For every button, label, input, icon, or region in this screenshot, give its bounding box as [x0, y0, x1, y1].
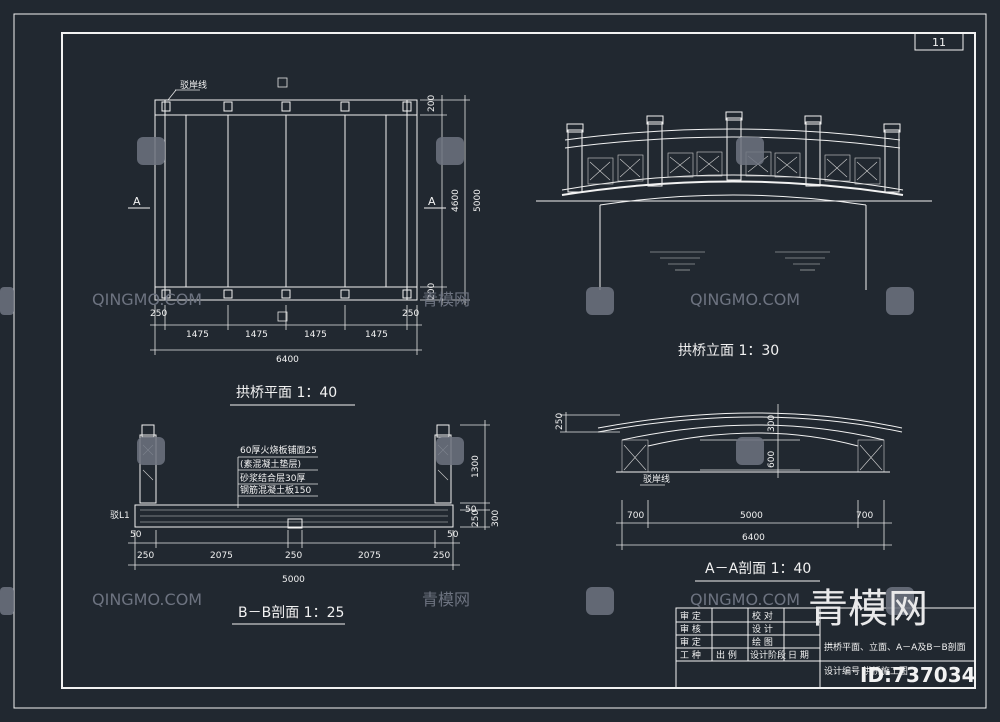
outer-frame [13, 13, 987, 709]
aa-deck-top [597, 412, 903, 429]
sheet-number-box [914, 32, 964, 51]
plan-section-marker-right: A [428, 195, 436, 208]
watermark-en-1: QINGMO.COM [92, 290, 202, 309]
watermark-en-4: QINGMO.COM [690, 590, 800, 609]
bb-dim-0: 250 [137, 551, 154, 561]
aa-left-abutment [621, 439, 649, 473]
bb-slab [134, 504, 454, 528]
watermark-logo-icons [0, 137, 914, 615]
aa-dim-2: 700 [856, 511, 873, 521]
elevation-view: 拱桥立面 1：30 [536, 111, 932, 359]
section-bb: 60厚火烧板铺面25 (素混凝土垫层) 砂浆结合层30厚 钢筋混凝土板150 驳… [110, 420, 501, 625]
plan-section-marker-left: A [133, 195, 141, 208]
bb-layer-2: 砂浆结合层30厚 [240, 472, 305, 484]
aa-right-abutment [857, 439, 885, 473]
watermark-cn-1: 青模网 [422, 290, 470, 309]
plan-view: 驳岸线 A A 250 1475 1475 1475 1475 250 6400… [128, 77, 483, 406]
elevation-title: 拱桥立面 1：30 [678, 343, 779, 359]
tb-r3c0: 工 种 [680, 649, 701, 661]
aa-total-dim: 6400 [742, 533, 765, 543]
tb-r3c1: 出 例 [716, 649, 737, 661]
bb-small-dim-1: 50 [447, 530, 459, 540]
bb-layer-0: 60厚火烧板铺面25 [240, 444, 317, 456]
plan-dim-3: 1475 [304, 330, 327, 340]
bb-left-tag: 驳L1 [110, 510, 130, 521]
elevation-deck [561, 180, 904, 196]
title-block: 审 定 校 对 审 核 设 计 审 定 绘 图 工 种 出 例 设计阶段 日 期… [675, 607, 976, 689]
plan-title: 拱桥平面 1：40 [236, 385, 337, 401]
bb-dim-3: 2075 [358, 551, 381, 561]
bb-right-dim-1: 50 [465, 505, 477, 515]
bb-layer-1: (素混凝土垫层) [240, 458, 301, 470]
bb-right-post [434, 434, 452, 504]
bb-right-dim-0: 1300 [471, 455, 481, 478]
plan-total-dim: 6400 [276, 355, 299, 365]
bb-layer-3: 钢筋混凝土板150 [240, 484, 311, 496]
tb-r2c2: 绘 图 [752, 636, 773, 648]
tb-drawing-name: 拱桥平面、立面、A－A及B－B剖面 [824, 641, 966, 653]
plan-right-total: 5000 [473, 189, 483, 212]
plan-dim-5: 250 [402, 309, 419, 319]
aa-mid-dim-0: 300 [767, 415, 777, 432]
bb-total-dim: 5000 [282, 575, 305, 585]
plan-dim-1: 1475 [186, 330, 209, 340]
aa-edge-label: 驳岸线 [643, 473, 670, 485]
sheet-number: 11 [932, 36, 946, 49]
aa-dim-0: 700 [627, 511, 644, 521]
watermark-en-2: QINGMO.COM [690, 290, 800, 309]
aa-dim-1: 5000 [740, 511, 763, 521]
brand-watermark: 青模网 [808, 586, 928, 632]
aa-mid-dim-1: 600 [767, 451, 777, 468]
watermark-en-3: QINGMO.COM [92, 590, 202, 609]
aa-title: A－A剖面 1：40 [705, 561, 811, 577]
bb-dim-4: 250 [433, 551, 450, 561]
watermark-logo-icon [137, 137, 165, 165]
plan-dim-2: 1475 [245, 330, 268, 340]
tb-r1c2: 设 计 [752, 623, 773, 635]
plan-right-dim-2: 200 [427, 283, 437, 300]
bb-small-dim-0: 50 [130, 530, 142, 540]
tb-r1c0: 审 核 [680, 623, 701, 635]
plan-dim-0: 250 [150, 309, 167, 319]
plan-right-dim-0: 200 [427, 95, 437, 112]
bb-dim-1: 2075 [210, 551, 233, 561]
bb-title: B－B剖面 1：25 [238, 605, 344, 621]
tb-r3c2: 设计阶段 [750, 649, 786, 661]
watermark-layer: QINGMO.COM QINGMO.COM QINGMO.COM QINGMO.… [0, 137, 976, 687]
bb-right-dim-2: 250 [471, 510, 481, 527]
tb-r3c3: 日 期 [788, 650, 809, 661]
id-watermark: ID:737034 [860, 663, 976, 687]
tb-r0c0: 审 定 [680, 610, 701, 622]
drawing-frame [61, 32, 976, 689]
plan-dim-4: 1475 [365, 330, 388, 340]
plan-right-dim-1: 4600 [451, 189, 461, 212]
bb-right-dim-3: 300 [491, 510, 501, 527]
section-aa: 驳岸线 250 300 600 700 5000 700 6400 A－A剖面 … [555, 404, 903, 582]
bb-left-post [139, 434, 157, 504]
aa-top-dim: 250 [555, 413, 565, 430]
tb-drawing-no: 设计编号 拱桥施工图 [824, 665, 908, 677]
tb-r2c0: 审 定 [680, 636, 701, 648]
bb-dim-2: 250 [285, 551, 302, 561]
plan-edge-label: 驳岸线 [180, 79, 207, 91]
watermark-cn-2: 青模网 [422, 590, 470, 609]
tb-r0c2: 校 对 [752, 610, 773, 622]
